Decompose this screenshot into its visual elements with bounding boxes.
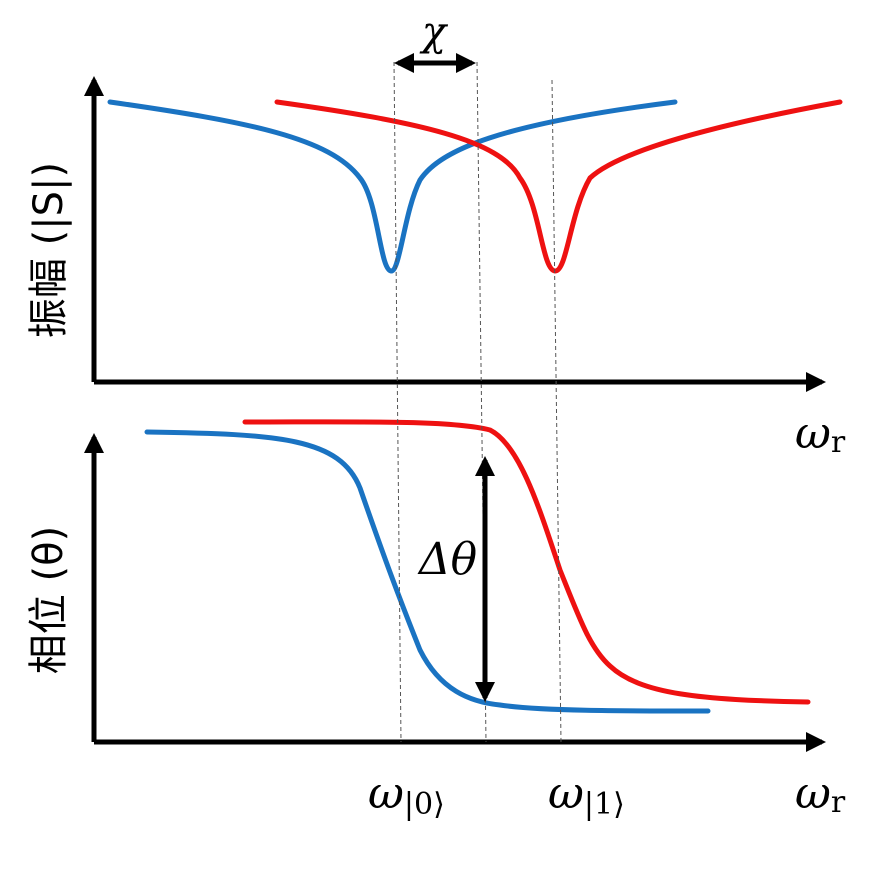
amplitude-curve-state0	[107, 99, 678, 274]
omega-0-label: ω|0⟩	[368, 768, 445, 822]
amplitude-y-label: 振幅 (|S|)	[26, 162, 72, 338]
amplitude-x-label-main: ω	[795, 408, 831, 459]
amplitude-panel: 振幅 (|S|) ωr	[26, 76, 846, 460]
delta-theta-label: Δθ	[417, 534, 477, 585]
delta-theta-annotation: Δθ	[410, 456, 495, 702]
guide-line-omega1	[551, 79, 562, 743]
phase-x-label-main: ω	[795, 768, 831, 819]
guide-lines	[393, 61, 562, 743]
guide-line-midpoint	[476, 61, 487, 743]
omega-1-label-sub: |1⟩	[584, 787, 625, 822]
omega-1-label: ω|1⟩	[548, 768, 625, 822]
amplitude-x-label-sub: r	[831, 425, 846, 460]
phase-panel: 相位 (θ) ωr	[26, 419, 846, 820]
phase-x-label: ωr	[795, 768, 846, 820]
omega-1-label-main: ω	[548, 768, 584, 819]
guide-line-omega0	[393, 61, 402, 743]
phase-curve-state0	[144, 429, 711, 714]
omega-0-label-main: ω	[368, 768, 404, 819]
phase-x-label-sub: r	[831, 785, 846, 820]
chi-annotation: χ	[394, 9, 476, 73]
chi-label: χ	[419, 9, 449, 55]
phase-curve-state1	[242, 419, 811, 705]
delta-theta-label-bg	[410, 528, 480, 584]
omega-0-label-sub: |0⟩	[404, 787, 445, 822]
amplitude-x-label: ωr	[795, 408, 846, 460]
amplitude-curve-state1	[274, 99, 843, 274]
phase-y-label: 相位 (θ)	[26, 526, 72, 674]
